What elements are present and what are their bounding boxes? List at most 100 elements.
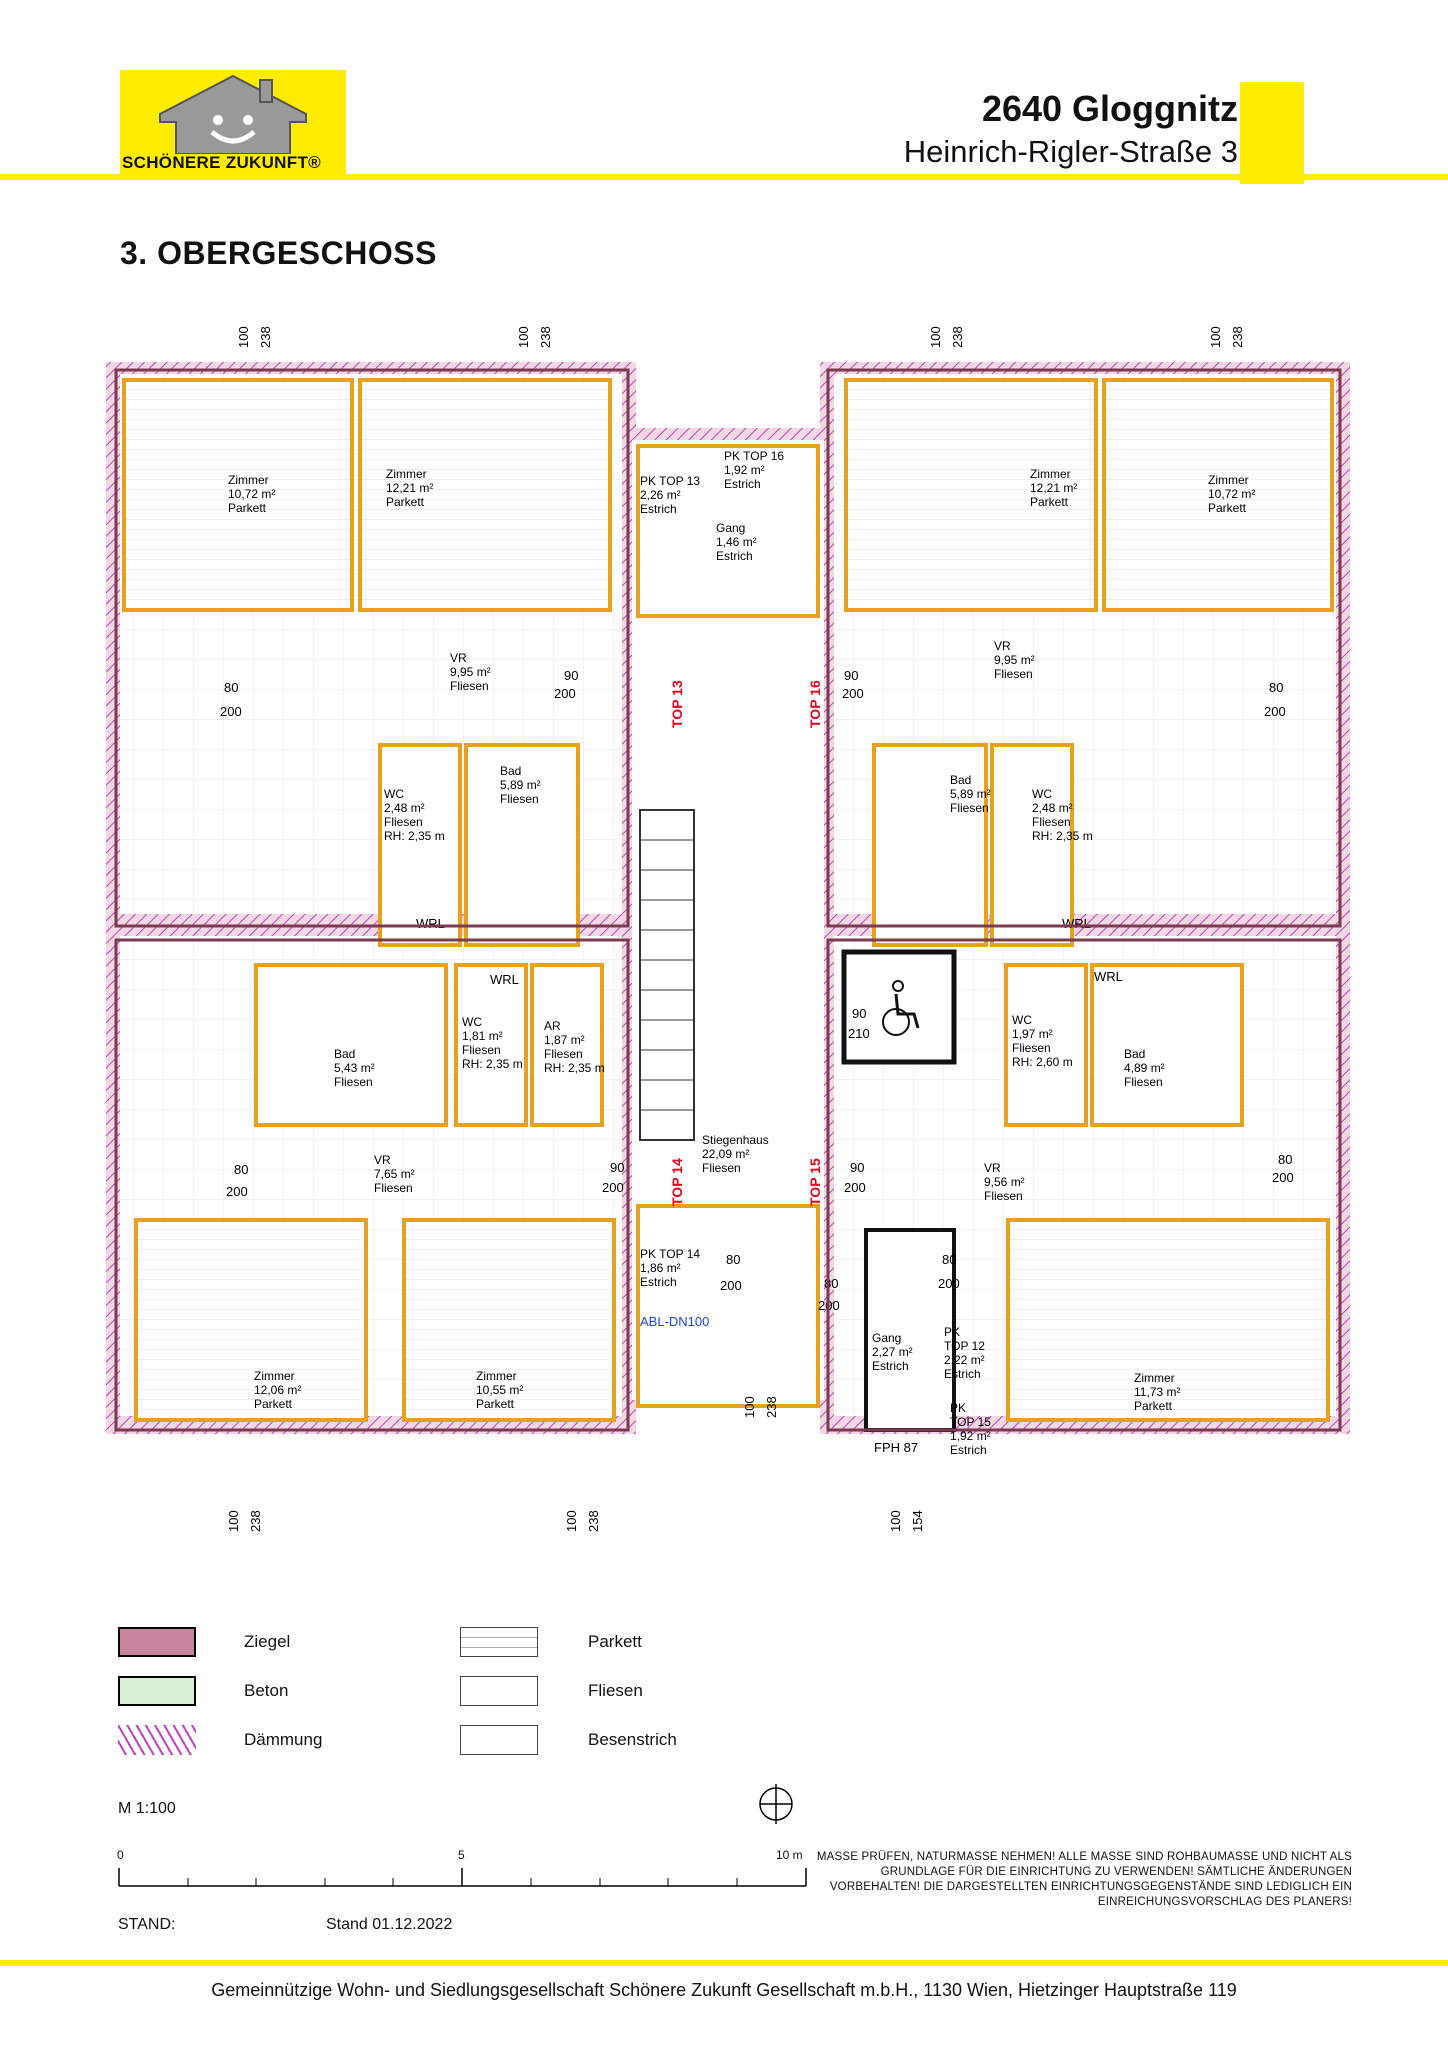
stand-value: Stand 01.12.2022 [326,1916,453,1933]
svg-text:Fliesen: Fliesen [702,1161,741,1175]
svg-text:100: 100 [928,326,943,348]
svg-text:200: 200 [220,704,242,719]
legend-swatch-beton [118,1676,196,1706]
legend-swatch-parkett [460,1627,538,1657]
svg-text:Fliesen: Fliesen [544,1047,583,1061]
svg-text:Fliesen: Fliesen [1012,1041,1051,1055]
svg-text:80: 80 [824,1276,838,1291]
scale-tick-0: 0 [117,1848,124,1862]
svg-text:Zimmer: Zimmer [1134,1371,1175,1385]
legend-label-ziegel: Ziegel [244,1632,291,1651]
legend-swatch-besenstrich [460,1725,538,1755]
svg-text:Gang: Gang [716,521,745,535]
svg-text:Parkett: Parkett [476,1397,515,1411]
svg-text:100: 100 [516,326,531,348]
svg-text:TOP 13: TOP 13 [669,680,685,728]
svg-text:90: 90 [564,668,578,683]
svg-text:2,27 m²: 2,27 m² [872,1345,913,1359]
svg-text:2,48 m²: 2,48 m² [384,801,425,815]
svg-text:Parkett: Parkett [1030,495,1069,509]
svg-text:Fliesen: Fliesen [462,1043,501,1057]
svg-text:VR: VR [374,1153,391,1167]
svg-text:100: 100 [564,1510,579,1532]
page-title: 3. OBERGESCHOSS [120,235,437,271]
svg-text:PK TOP 14: PK TOP 14 [640,1247,700,1261]
svg-text:TOP 16: TOP 16 [807,680,823,728]
svg-text:80: 80 [234,1162,248,1177]
legend-label-daemmung: Dämmung [244,1730,323,1749]
svg-text:2,26 m²: 2,26 m² [640,488,681,502]
svg-text:9,95 m²: 9,95 m² [994,653,1035,667]
svg-text:80: 80 [1278,1152,1292,1167]
logo-text: SCHÖNERE ZUKUNFT® [122,153,321,172]
footer-text: Gemeinnützige Wohn- und Siedlungsgesells… [211,1980,1237,2000]
svg-text:Fliesen: Fliesen [450,679,489,693]
scale-label: M 1:100 [118,1800,176,1817]
north-arrow-icon [759,1784,793,1824]
legend-label-besenstrich: Besenstrich [588,1730,677,1749]
house-smiley-icon [159,74,307,154]
svg-text:WRL: WRL [490,972,519,987]
svg-text:Bad: Bad [1124,1047,1145,1061]
svg-text:5,89 m²: 5,89 m² [500,778,541,792]
footer-line [0,1960,1448,1966]
svg-text:100: 100 [1208,326,1223,348]
svg-text:200: 200 [226,1184,248,1199]
svg-text:Estrich: Estrich [872,1359,909,1373]
svg-text:WC: WC [384,787,404,801]
svg-text:90: 90 [610,1160,624,1175]
svg-text:Fliesen: Fliesen [1124,1075,1163,1089]
city-title: 2640 Gloggnitz [981,88,1238,129]
svg-text:RH: 2,35 m: RH: 2,35 m [1032,829,1093,843]
svg-text:90: 90 [852,1006,866,1021]
svg-text:100: 100 [888,1510,903,1532]
legend-swatch-ziegel [118,1627,196,1657]
svg-text:200: 200 [1264,704,1286,719]
svg-text:Zimmer: Zimmer [254,1369,295,1383]
stand-label: STAND: [118,1916,176,1933]
svg-text:210: 210 [848,1026,870,1041]
svg-text:WC: WC [1012,1013,1032,1027]
svg-text:200: 200 [842,686,864,701]
svg-text:Zimmer: Zimmer [1208,473,1249,487]
svg-text:Fliesen: Fliesen [500,792,539,806]
svg-text:7,65 m²: 7,65 m² [374,1167,415,1181]
svg-text:238: 238 [258,326,273,348]
street-title: Heinrich-Rigler-Straße 3 [903,134,1238,169]
svg-text:Gang: Gang [872,1331,901,1345]
svg-text:WRL: WRL [416,916,445,931]
header-line [0,174,1448,180]
svg-text:238: 238 [248,1510,263,1532]
legend-swatch-fliesen [460,1676,538,1706]
legend-label-beton: Beton [244,1681,289,1700]
svg-text:Bad: Bad [334,1047,355,1061]
svg-text:12,21 m²: 12,21 m² [386,481,433,495]
svg-text:1,86 m²: 1,86 m² [640,1261,681,1275]
svg-text:PK TOP 16: PK TOP 16 [724,449,784,463]
svg-text:100: 100 [226,1510,241,1532]
svg-text:200: 200 [720,1278,742,1293]
svg-text:Estrich: Estrich [640,1275,677,1289]
svg-text:Fliesen: Fliesen [334,1075,373,1089]
svg-text:Parkett: Parkett [228,501,267,515]
legend-swatch-daemmung [118,1725,196,1755]
svg-text:AR: AR [544,1019,561,1033]
svg-text:Estrich: Estrich [724,477,761,491]
svg-text:Parkett: Parkett [386,495,425,509]
svg-text:RH: 2,35 m: RH: 2,35 m [384,829,445,843]
svg-text:10,72 m²: 10,72 m² [228,487,275,501]
svg-text:PK: PK [950,1401,966,1415]
svg-text:238: 238 [764,1396,779,1418]
svg-text:1,92 m²: 1,92 m² [950,1429,991,1443]
scale-tick-10: 10 m [776,1848,803,1862]
svg-text:22,09 m²: 22,09 m² [702,1147,749,1161]
legend-label-fliesen: Fliesen [588,1681,643,1700]
svg-text:2,48 m²: 2,48 m² [1032,801,1073,815]
svg-text:Zimmer: Zimmer [386,467,427,481]
svg-text:200: 200 [938,1276,960,1291]
svg-text:PK: PK [944,1325,960,1339]
scale-tick-5: 5 [458,1848,465,1862]
svg-text:RH: 2,35 m: RH: 2,35 m [544,1061,605,1075]
svg-text:200: 200 [602,1180,624,1195]
svg-text:1,92 m²: 1,92 m² [724,463,765,477]
